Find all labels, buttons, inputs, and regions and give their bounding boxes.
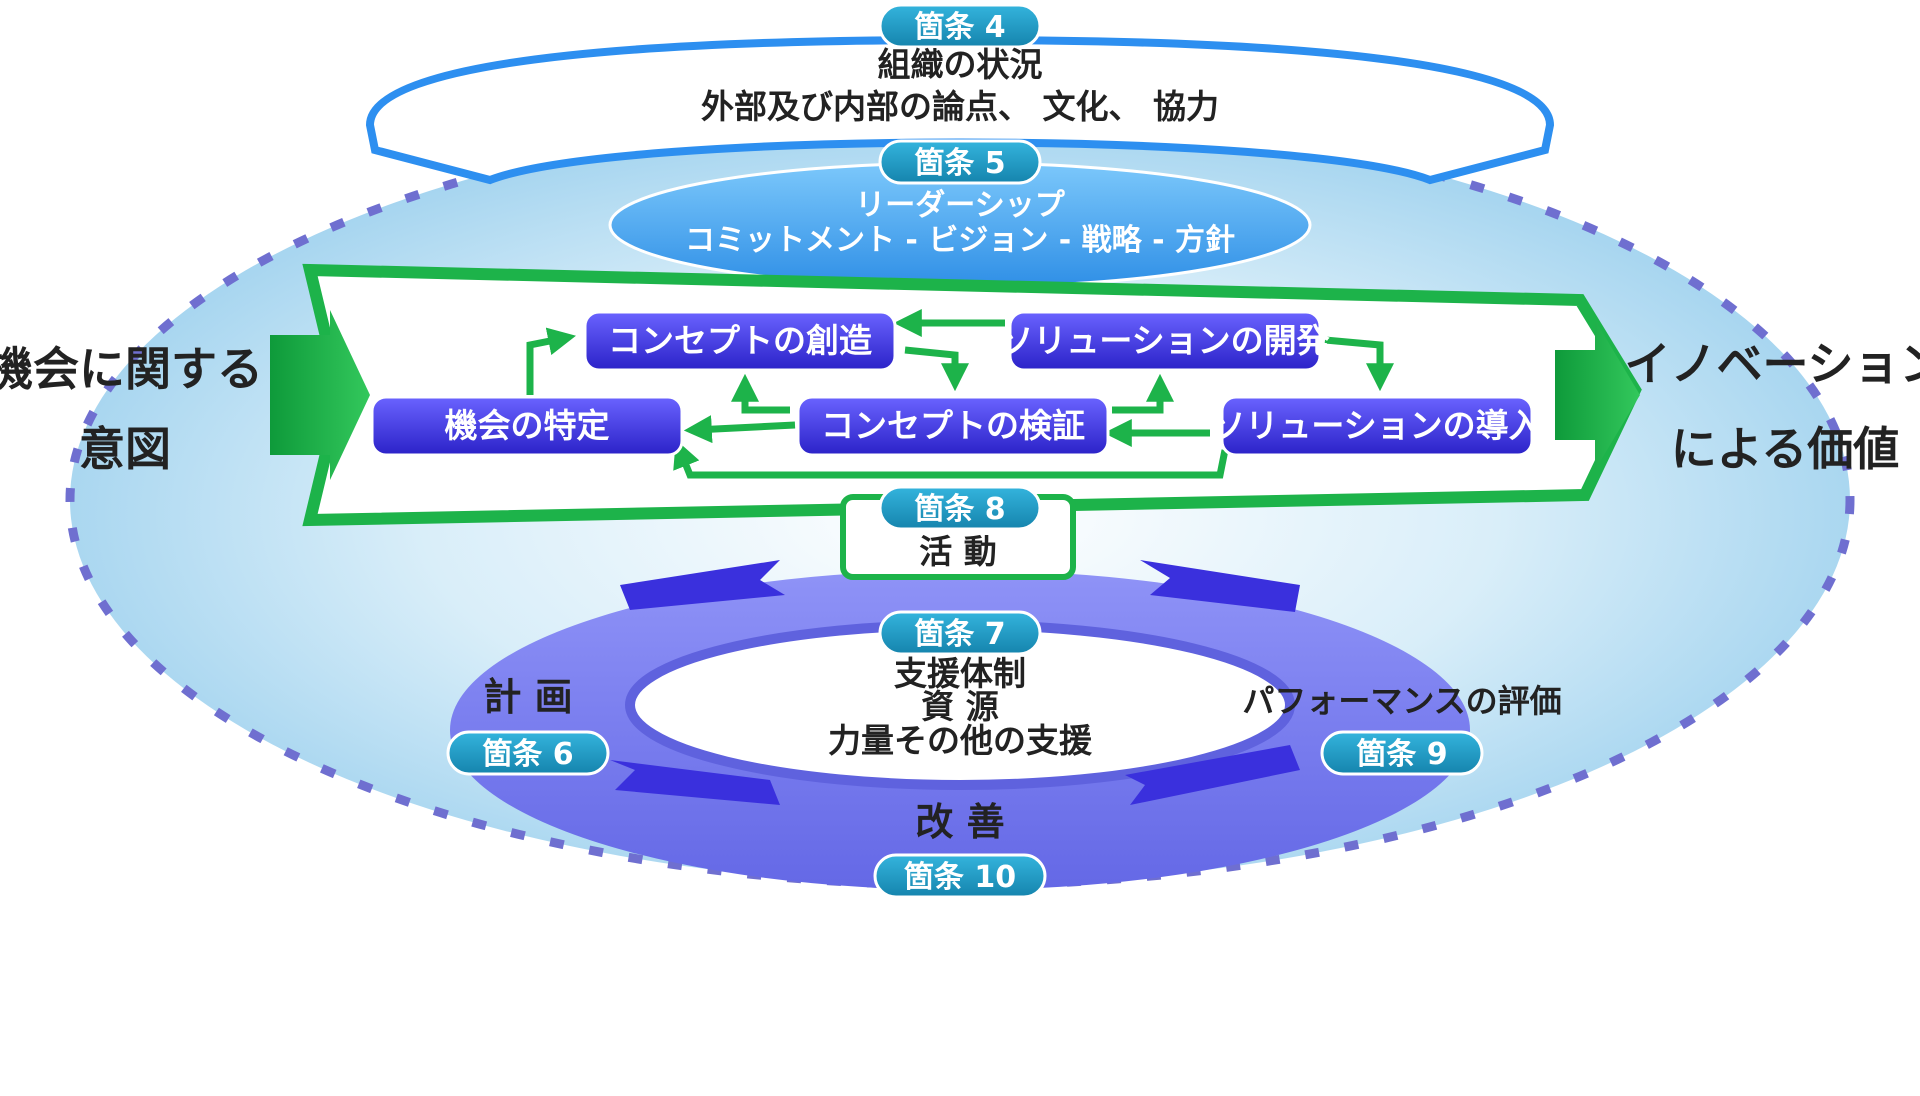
left-label-line2: 意図 [79, 422, 171, 476]
activity-solution-deployment: ソリューションの導入 [1212, 395, 1542, 457]
ring-arrow-top-left [620, 560, 785, 610]
clause4-subtitle: 外部及び内部の論点、 文化、 協力 [701, 87, 1219, 126]
activity-solution-development: ソリューションの開発 [1000, 310, 1331, 372]
entry-arrow [270, 310, 370, 480]
flow-arrow-identify-to-create [526, 327, 576, 395]
ring-arrow-bottom-left [610, 760, 780, 805]
clause6-label: 計 画 [483, 675, 572, 719]
clause7-line3: 力量その他の支援 [828, 721, 1093, 760]
clause5-title: リーダーシップ [855, 188, 1065, 223]
clause8-badge: 箇条 8 [878, 485, 1042, 531]
flow-arrow-validate-to-identify [683, 415, 796, 444]
clause8-badge-text: 箇条 8 [914, 492, 1005, 527]
clause10-badge: 箇条 10 [873, 853, 1047, 899]
clause7-badge-text: 箇条 7 [914, 617, 1005, 652]
flow-arrow-develop-to-deploy [1324, 336, 1394, 392]
activity-solution-deployment-label: ソリューションの導入 [1212, 406, 1541, 445]
exit-arrow [1555, 320, 1640, 470]
clause7-line2: 資 源 [921, 687, 999, 726]
clause9-label: パフォーマンスの評価 [1242, 682, 1561, 720]
right-label-line2: による価値 [1671, 422, 1900, 476]
clause5-badge-text: 箇条 5 [914, 146, 1005, 181]
activity-concept-creation-label: コンセプトの創造 [608, 321, 872, 360]
context-banner [365, 35, 1555, 185]
activity-opportunity-identification: 機会の特定 [370, 395, 684, 457]
activity-opportunity-identification-label: 機会の特定 [445, 406, 610, 445]
clause10-badge-text: 箇条 10 [904, 860, 1016, 895]
ring-arrow-bottom-right [1125, 745, 1300, 805]
activity-concept-creation: コンセプトの創造 [583, 310, 897, 372]
flow-arrow-validate-to-create [731, 373, 790, 414]
clause6-badge-text: 箇条 6 [482, 737, 573, 772]
ring-arrow-top-right [1140, 560, 1300, 612]
clause10-label: 改 善 [915, 800, 1004, 844]
clause9-badge: 箇条 9 [1320, 730, 1484, 776]
activity-band-arrow [302, 263, 1642, 527]
clause5-subtitle: コミットメント - ビジョン - 戦略 - 方針 [685, 223, 1235, 258]
activity-concept-validation-label: コンセプトの検証 [821, 406, 1085, 445]
right-label-line1: イノベーション [1624, 337, 1920, 391]
clause7-badge: 箇条 7 [878, 610, 1042, 656]
clause6-badge: 箇条 6 [446, 730, 610, 776]
flow-arrow-deploy-to-identify [673, 439, 1229, 479]
activity-solution-development-label: ソリューションの開発 [1000, 321, 1330, 360]
clause4-title: 組織の状況 [878, 45, 1043, 84]
clause4-badge-text: 箇条 4 [914, 10, 1005, 45]
activity-concept-validation: コンセプトの検証 [796, 395, 1110, 457]
clause4-badge: 箇条 4 [878, 3, 1042, 49]
left-label-line1: 機会に関する [0, 342, 263, 396]
flow-arrow-create-to-validate [904, 346, 969, 392]
clause5-badge: 箇条 5 [878, 139, 1042, 185]
flow-arrow-validate-to-develop [1112, 373, 1174, 414]
clause7-line1: 支援体制 [894, 654, 1026, 693]
clause8-label: 活 動 [919, 532, 997, 571]
clause9-badge-text: 箇条 9 [1356, 737, 1447, 772]
